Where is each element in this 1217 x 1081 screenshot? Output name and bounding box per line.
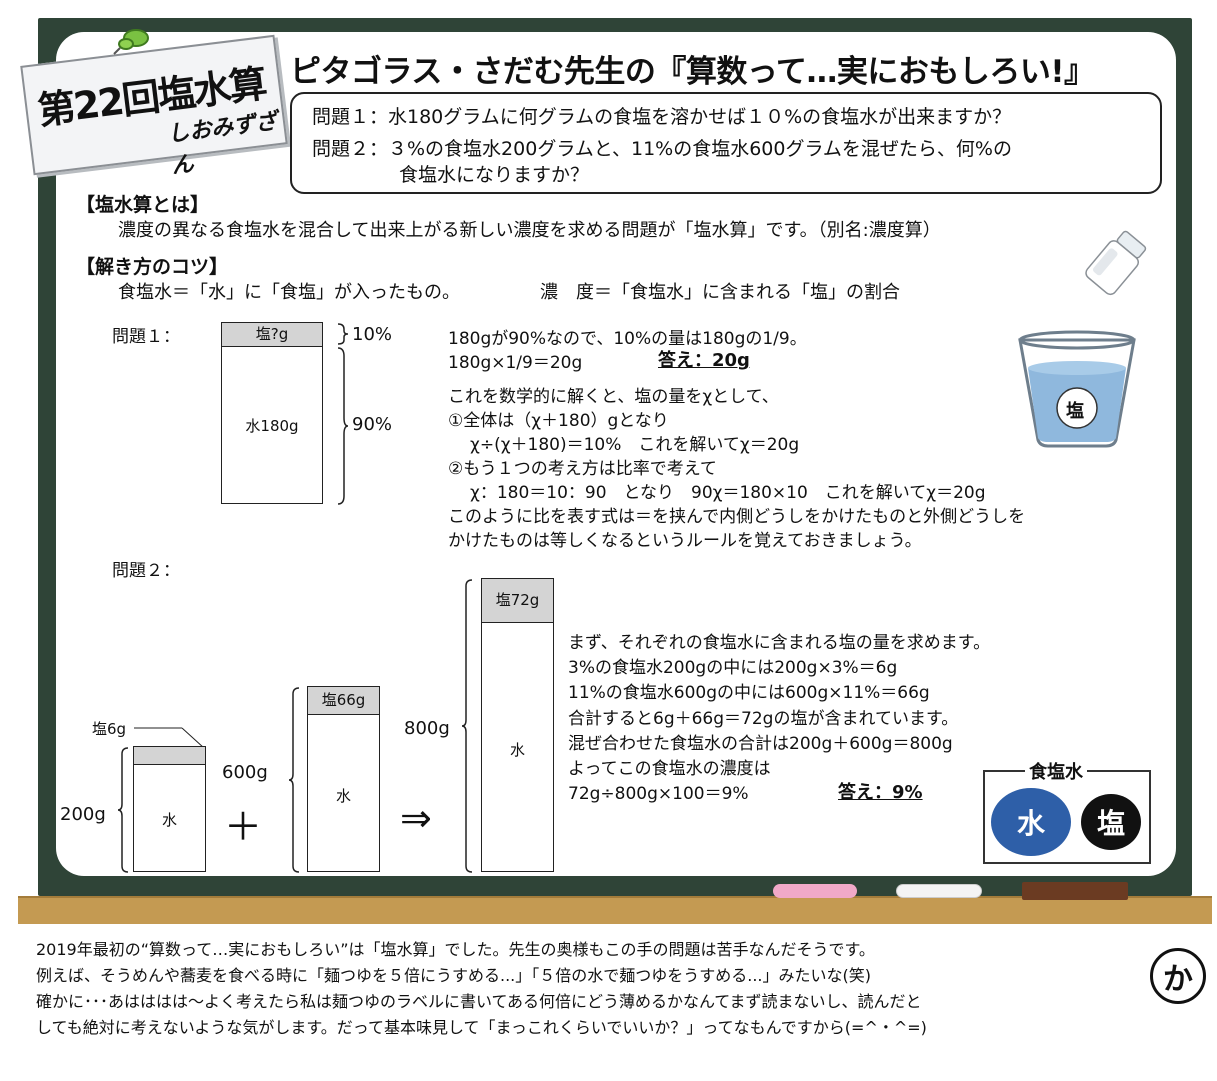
- salt-pointer-line: [134, 727, 205, 749]
- problem-2-box-2-bracket: [288, 687, 300, 873]
- legend-box: 食塩水 水 塩: [983, 758, 1151, 864]
- problem-1-line-2: 180g×1/9＝20g: [448, 353, 583, 373]
- legend-title: 食塩水: [1025, 758, 1087, 784]
- salt-water-cup-icon: [1018, 330, 1136, 448]
- section-heading-definition: 【塩水算とは】: [76, 194, 210, 216]
- problem-2-box-3-bracket: [461, 579, 473, 873]
- problem-2-box-1-water: 水: [161, 811, 177, 829]
- problem-1-line-6: ②もう１つの考え方は比率で考えて: [448, 459, 717, 479]
- cup-salt-label: 塩: [1066, 401, 1084, 422]
- problem-1-line-1: 180gが90%なので、10%の量は180gの1/9。: [448, 329, 807, 349]
- problem-2-box-2: 塩66g 水: [307, 686, 380, 872]
- problem-1-line-8: このように比を表す式は＝を挟んで内側どうしをかけたものと外側どうしを: [448, 507, 1026, 527]
- legend-salt-circle: 塩: [1081, 794, 1141, 850]
- problem-1-label: 問題１：: [112, 327, 180, 347]
- eraser: [1022, 882, 1128, 900]
- problem-1-water-layer: 水180g: [245, 417, 299, 435]
- problem-2-box-3: 塩72g 水: [481, 578, 554, 872]
- problem-2-box-3-salt-layer: 塩72g: [482, 579, 553, 623]
- footer-line-3: 確かに･･･あはははは～よく考えたら私は麺つゆのラベルに書いてある何倍にどう薄め…: [36, 992, 922, 1011]
- problem-2-line-3: 11%の食塩水600gの中には600g×11%＝66g: [568, 683, 930, 703]
- footer-line-1: 2019年最初の“算数って…実におもしろい”は「塩水算」でした。先生の奥様もこの…: [36, 940, 875, 959]
- problem-2-line-2: 3%の食塩水200gの中には200g×3%＝6g: [568, 658, 898, 678]
- problem-1-brackets: [337, 323, 349, 505]
- plus-sign: ＋: [224, 805, 263, 849]
- pushpin-icon: [113, 29, 149, 55]
- problem-1-answer: 答え：20g: [658, 350, 750, 371]
- signature-badge: か: [1150, 948, 1206, 1004]
- salt-shaker-icon: [1085, 230, 1147, 296]
- problem-2-box-2-water: 水: [335, 787, 351, 805]
- pink-chalk: [773, 884, 857, 898]
- problem-1-line-9: かけたものは等しくなるというルールを覚えておきましょう。: [448, 531, 922, 551]
- problem-2-label: 問題２：: [112, 561, 180, 581]
- legend-water-circle: 水: [991, 788, 1071, 856]
- definition-text: 濃度の異なる食塩水を混合して出来上がる新しい濃度を求める問題が「塩水算」です。（…: [118, 220, 941, 241]
- problem-1-line-4: ①全体は（χ＋180）gとなり: [448, 411, 669, 431]
- problem-2-box-1-bracket: [117, 747, 129, 873]
- white-chalk: [896, 884, 982, 898]
- tip-salt-water: 食塩水＝「水」に「食塩」が入ったもの。: [118, 282, 460, 303]
- problem-2-line-5: 混ぜ合わせた食塩水の合計は200g＋600g＝800g: [568, 734, 953, 754]
- problem-1-water-percent: 90%: [352, 414, 393, 435]
- problem-1-line-5: χ÷(χ＋180)＝10% これを解いてχ＝20g: [470, 435, 800, 455]
- problem-1-line-7: χ：180＝10：90 となり 90χ＝180×10 これを解いてχ＝20g: [470, 483, 986, 503]
- problem-2-box-1-total: 200g: [60, 804, 106, 825]
- problem-2-line-7: 72g÷800g×100＝9%: [568, 784, 749, 804]
- problem-1-solution-box: 塩?g 水180g: [221, 322, 323, 504]
- problem-2-box-2-salt-layer: 塩66g: [308, 687, 379, 715]
- page-title: ピタゴラス・さだむ先生の『算数って…実におもしろい!』: [290, 54, 1095, 90]
- footer-line-2: 例えば、そうめんや蕎麦を食べる時に「麺つゆを５倍にうすめる...」「５倍の水で麺…: [36, 966, 872, 985]
- problem-1-salt-percent: 10%: [352, 324, 393, 345]
- arrow-right-icon: ⇒: [400, 796, 432, 840]
- chalk-ledge: [18, 896, 1212, 924]
- question-1: 問題１：水180グラムに何グラムの食塩を溶かせば１０%の食塩水が出来ますか？: [312, 106, 1012, 128]
- question-2-line-2: 食塩水になりますか？: [399, 164, 590, 186]
- problem-1-line-3: これを数学的に解くと、塩の量をχとして、: [448, 387, 779, 407]
- problem-2-line-1: まず、それぞれの食塩水に含まれる塩の量を求めます。: [568, 633, 991, 653]
- footer-line-4: しても絶対に考えないような気がします。だって基本味見して「まっこれくらいでいいか…: [36, 1018, 927, 1037]
- section-heading-tips: 【解き方のコツ】: [76, 256, 229, 278]
- problem-2-box-2-total: 600g: [222, 762, 268, 783]
- question-2-line-1: 問題２：３%の食塩水200グラムと、11%の食塩水600グラムを混ぜたら、何%の: [312, 138, 1012, 160]
- problem-1-salt-layer: 塩?g: [222, 323, 322, 347]
- problem-2-box-3-water: 水: [509, 741, 525, 759]
- problem-2-box-1: 水: [133, 746, 206, 872]
- problem-2-box-1-salt-layer: [134, 747, 205, 765]
- question-box: 問題１：水180グラムに何グラムの食塩を溶かせば１０%の食塩水が出来ますか？ 問…: [290, 92, 1162, 194]
- problem-2-box-3-total: 800g: [404, 718, 450, 739]
- problem-2-line-6: よってこの食塩水の濃度は: [568, 759, 771, 779]
- problem-2-line-4: 合計すると6g＋66g＝72gの塩が含まれています。: [568, 709, 959, 729]
- problem-2-answer: 答え：9%: [838, 782, 923, 803]
- problem-2-box-1-salt-label: 塩6g: [92, 720, 127, 738]
- tip-concentration: 濃 度＝「食塩水」に含まれる「塩」の割合: [540, 282, 900, 303]
